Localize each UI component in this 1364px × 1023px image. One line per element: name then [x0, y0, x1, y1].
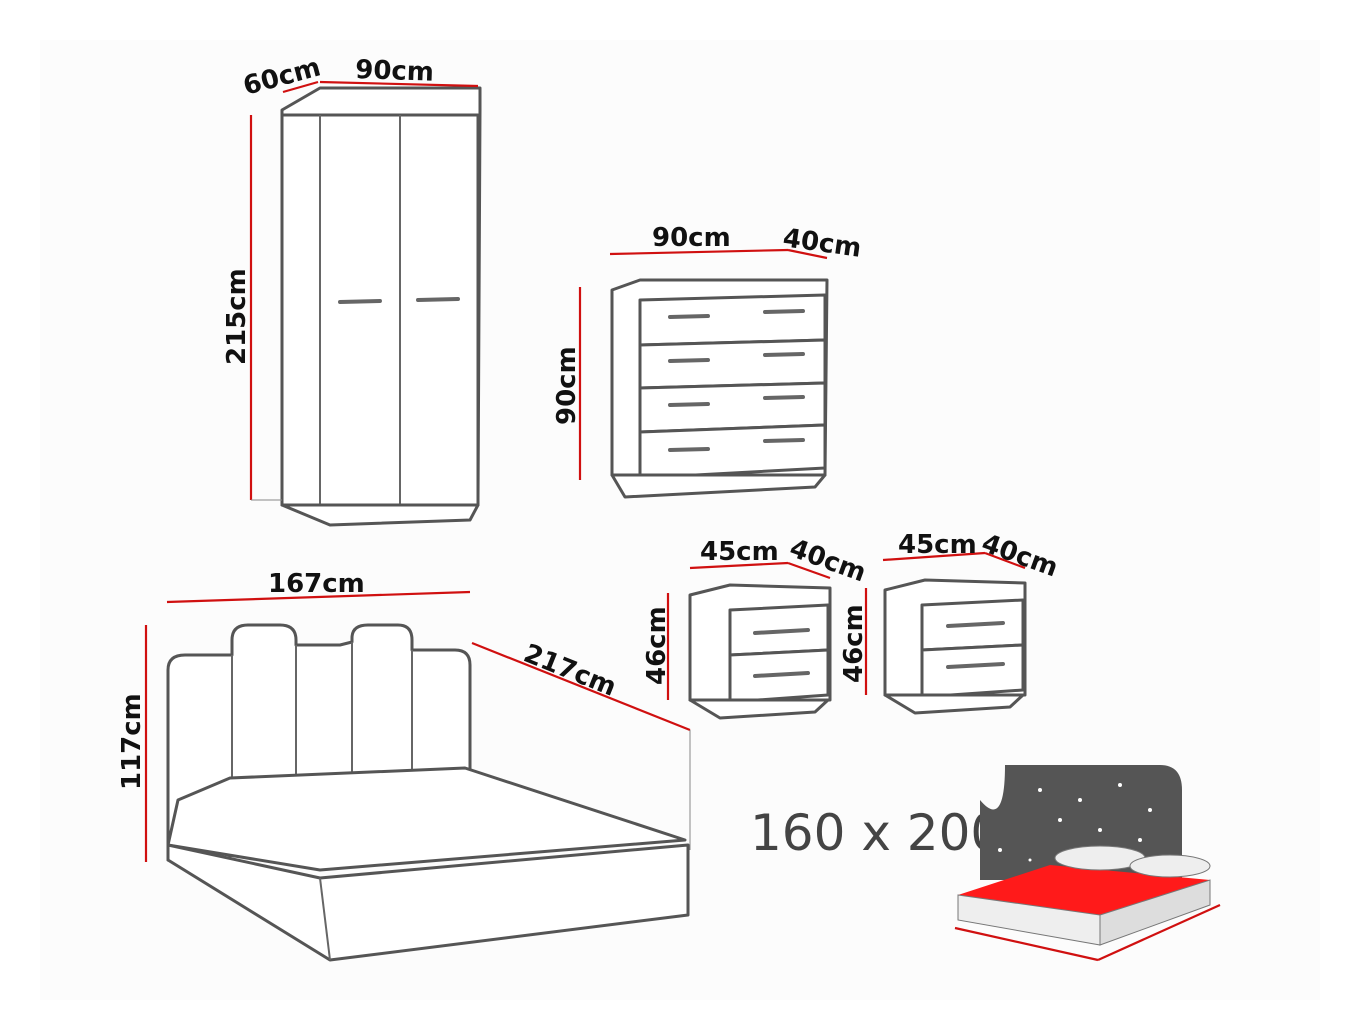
- nightstand-left-height-label: 46cm: [642, 606, 672, 685]
- nightstand-left-width-label: 45cm: [700, 537, 779, 567]
- dresser: 90cm 40cm 90cm: [552, 223, 863, 499]
- wardrobe-handle: [416, 297, 460, 302]
- nightstand-right-height-label: 46cm: [839, 604, 869, 683]
- dresser-height-label: 90cm: [552, 346, 582, 425]
- dresser-width-label: 90cm: [652, 223, 731, 253]
- nightstand-right-width-label: 45cm: [898, 530, 977, 560]
- wardrobe-width-label: 90cm: [355, 55, 435, 88]
- wardrobe: 60cm 90cm 215cm: [222, 52, 482, 527]
- wardrobe-handle: [338, 299, 382, 304]
- bed-height-label: 117cm: [117, 693, 147, 790]
- nightstand-right: 45cm 40cm 46cm: [839, 528, 1062, 715]
- mattress-icon: [954, 765, 1221, 962]
- wardrobe-height-label: 215cm: [222, 268, 252, 365]
- mattress-size-label: 160 x 200: [750, 804, 1002, 862]
- bed-width-label: 167cm: [268, 569, 365, 599]
